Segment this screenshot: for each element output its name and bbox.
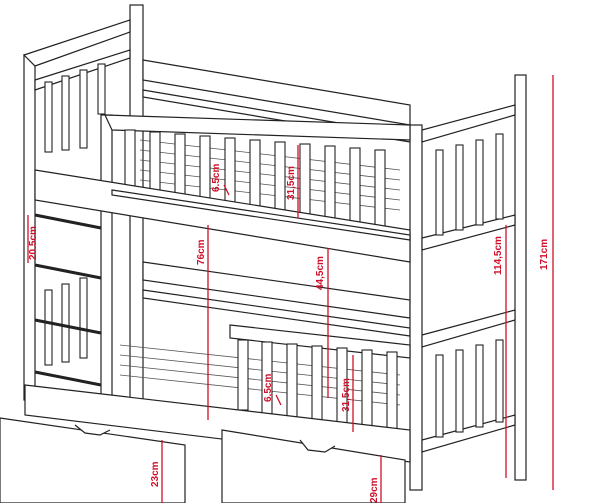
drawers (0, 417, 406, 503)
label-lower-rail-height: 31,5cm (341, 378, 352, 412)
label-rail-height-right: 114,5cm (493, 236, 504, 275)
label-lower-slat-gap: 6,5cm (263, 374, 274, 402)
dimension-labels: 171cm 114,5cm 44,5cm 76cm 31,5cm 6.5cm 3… (28, 164, 550, 503)
label-ladder-step: 20.5cm (28, 226, 39, 260)
label-floor-to-frame: 29cm (369, 477, 380, 503)
ladder (34, 213, 102, 387)
label-upper-bed-height: 76cm (196, 239, 207, 265)
label-upper-rail-height: 31,5cm (286, 166, 297, 200)
label-upper-slat-gap: 6.5cm (211, 164, 222, 192)
bed-frame (22, 4, 527, 491)
label-total-height: 171cm (539, 239, 550, 270)
label-bed-gap: 44,5cm (315, 256, 326, 290)
dimension-lines (27, 75, 554, 503)
label-drawer-height: 23cm (150, 461, 161, 487)
